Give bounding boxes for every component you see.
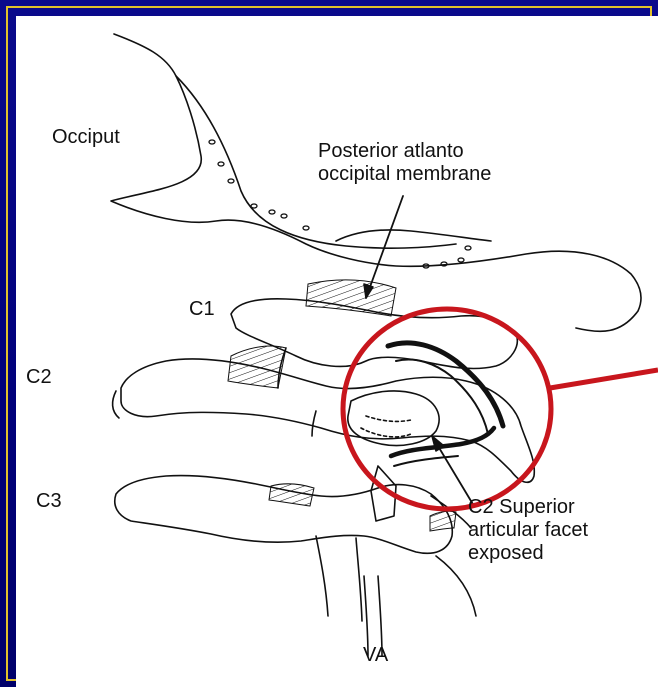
facet-dashes [361, 428, 411, 437]
highlight-circle [343, 309, 551, 509]
cervical-spine-drawing [16, 16, 658, 687]
c2-spinous-notch [113, 391, 119, 418]
c2-text: C2 [26, 366, 52, 389]
occiput-lower-edge [336, 230, 491, 241]
diagram-panel: Occiput Posterior atlanto occipital memb… [16, 16, 658, 687]
spinous-tip-2 [312, 411, 316, 436]
facet-line-3: exposed [468, 542, 588, 565]
lower-column [316, 536, 362, 621]
label-c2-superior-articular-facet: C2 Superior articular facet exposed [468, 496, 588, 565]
c1c2-hatch [228, 346, 286, 388]
membrane-hatch [306, 280, 396, 316]
facet-dashes-2 [366, 416, 411, 421]
facet-area [348, 391, 439, 446]
c1-text: C1 [189, 298, 215, 321]
membrane-line-1: Posterior atlanto [318, 140, 491, 163]
label-occiput: Occiput [52, 126, 120, 149]
dural-sac-line-inner [396, 359, 488, 434]
label-c1: C1 [189, 298, 215, 321]
occiput-text: Occiput [52, 126, 120, 149]
membrane-line-2: occipital membrane [318, 163, 491, 186]
facet-line-1: C2 Superior [468, 496, 588, 519]
label-c2: C2 [26, 366, 52, 389]
c2c3-hatch [269, 484, 314, 506]
label-va: VA [363, 644, 388, 667]
va-text: VA [363, 644, 388, 667]
c3-text: C3 [36, 490, 62, 513]
dural-sac-line [388, 343, 503, 426]
label-posterior-atlanto-occipital-membrane: Posterior atlanto occipital membrane [318, 140, 491, 186]
lower-hatch [430, 511, 456, 531]
anterior-body [436, 556, 476, 616]
label-c3: C3 [36, 490, 62, 513]
facet-line-2: articular facet [468, 519, 588, 542]
highlight-pointer [550, 370, 658, 388]
